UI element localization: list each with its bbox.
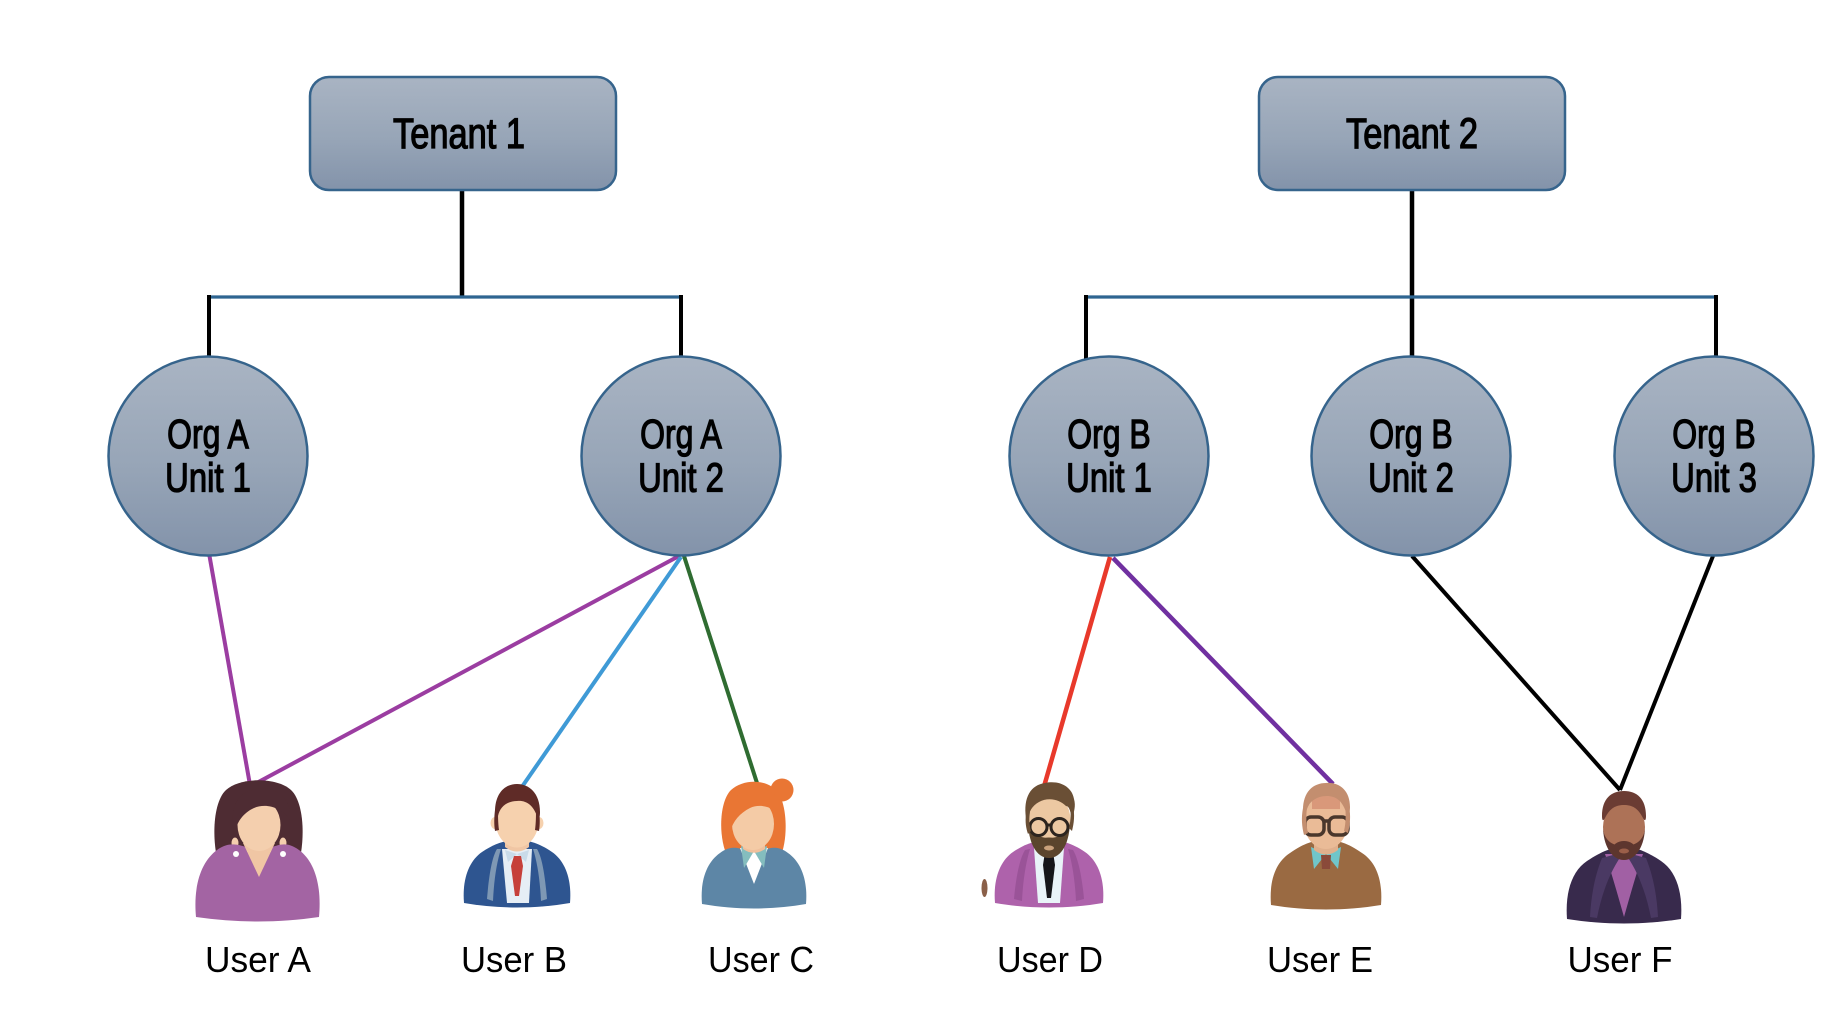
- svg-text:Unit 2: Unit 2: [1368, 454, 1454, 500]
- svg-text:User A: User A: [205, 939, 311, 980]
- svg-text:Unit 1: Unit 1: [165, 454, 251, 500]
- svg-text:Org B: Org B: [1067, 411, 1150, 457]
- svg-text:Org B: Org B: [1672, 411, 1755, 457]
- svg-text:Org B: Org B: [1369, 411, 1452, 457]
- svg-text:Tenant 2: Tenant 2: [1346, 111, 1478, 158]
- svg-text:Tenant 1: Tenant 1: [393, 111, 525, 158]
- svg-text:Org A: Org A: [640, 411, 722, 457]
- svg-text:Unit 2: Unit 2: [638, 454, 724, 500]
- svg-text:Unit 3: Unit 3: [1671, 454, 1757, 500]
- svg-text:User B: User B: [461, 939, 567, 980]
- svg-text:User D: User D: [997, 939, 1103, 980]
- svg-text:User F: User F: [1568, 939, 1673, 980]
- svg-text:User E: User E: [1267, 939, 1373, 980]
- svg-text:User C: User C: [708, 939, 814, 980]
- svg-text:Unit 1: Unit 1: [1066, 454, 1152, 500]
- svg-text:Org A: Org A: [167, 411, 249, 457]
